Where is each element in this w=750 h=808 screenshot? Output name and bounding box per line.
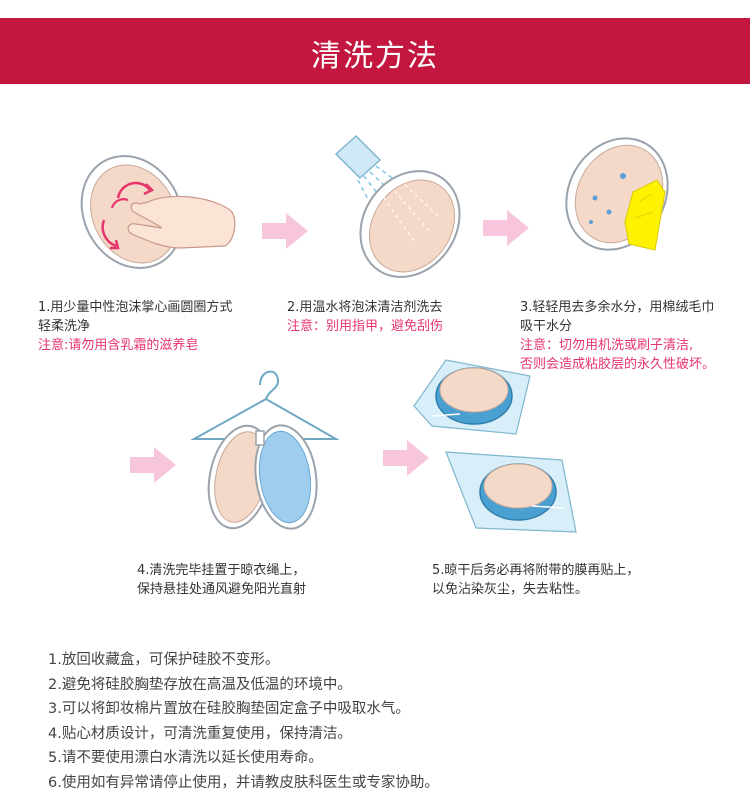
- step5-illustration: [412, 356, 582, 541]
- header-banner: 清洗方法: [0, 18, 750, 84]
- list-item: 2.避免将硅胶胸垫存放在高温及低温的环境中。: [48, 676, 352, 693]
- list-item: 5.请不要使用漂白水清洗以延长使用寿命。: [48, 750, 323, 766]
- arrow-right-icon: [262, 213, 308, 253]
- list-item: 6.使用如有异常请停止使用，并请教皮肤科医生或专家协助。: [48, 774, 439, 791]
- step-text: 保持悬挂处通风避免阳光直射: [137, 582, 307, 597]
- step-note: 注意：切勿用机洗或刷子清洁,: [520, 338, 694, 353]
- care-tips-list: 1.放回收藏盒，可保护硅胶不变形。 2.避免将硅胶胸垫存放在高温及低温的环境中。…: [48, 648, 439, 795]
- step1-illustration: [70, 150, 240, 275]
- list-item: 4.贴心材质设计，可清洗重复使用，保持清洁。: [48, 725, 352, 742]
- page-title: 清洗方法: [311, 39, 439, 74]
- step2-caption: 2.用温水将泡沫清洁剂洗去 注意：别用指甲，避免刮伤: [287, 298, 443, 336]
- step5-caption: 5.晾干后务必再将附带的膜再贴上， 以免沾染灰尘，失去粘性。: [432, 561, 639, 599]
- arrow-right-icon: [130, 447, 176, 487]
- step2-illustration: [330, 132, 470, 282]
- step-text: 1.用少量中性泡沫掌心画圆圈方式: [38, 300, 233, 315]
- arrow-right-icon: [483, 210, 529, 250]
- list-item: 1.放回收藏盒，可保护硅胶不变形。: [48, 652, 280, 668]
- list-item: 3.可以将卸妆棉片置放在硅胶胸垫固定盒子中吸取水气。: [48, 701, 410, 717]
- step-text: 轻柔洗净: [38, 319, 91, 334]
- step1-caption: 1.用少量中性泡沫掌心画圆圈方式 轻柔洗净 注意:请勿用含乳霜的滋养皂: [38, 298, 232, 355]
- step-note: 注意：别用指甲，避免刮伤: [287, 319, 444, 334]
- step3-caption: 3.轻轻甩去多余水分，用棉绒毛巾 吸干水分 注意：切勿用机洗或刷子清洁, 否则会…: [520, 298, 715, 374]
- step-text: 4.清洗完毕挂置于晾衣绳上，: [137, 563, 306, 578]
- step-text: 5.晾干后务必再将附带的膜再贴上，: [432, 563, 640, 578]
- step-text: 吸干水分: [520, 319, 573, 334]
- step-note: 否则会造成粘胶层的永久性破坏。: [520, 357, 716, 372]
- step-text: 3.轻轻甩去多余水分，用棉绒毛巾: [520, 300, 715, 315]
- step3-illustration: [555, 132, 675, 262]
- step-text: 以免沾染灰尘，失去粘性。: [432, 582, 589, 597]
- arrow-right-icon: [383, 440, 429, 480]
- step-note: 注意:请勿用含乳霜的滋养皂: [38, 338, 199, 353]
- step4-caption: 4.清洗完毕挂置于晾衣绳上， 保持悬挂处通风避免阳光直射: [137, 561, 306, 599]
- step4-illustration: [190, 355, 340, 545]
- step-text: 2.用温水将泡沫清洁剂洗去: [287, 300, 443, 315]
